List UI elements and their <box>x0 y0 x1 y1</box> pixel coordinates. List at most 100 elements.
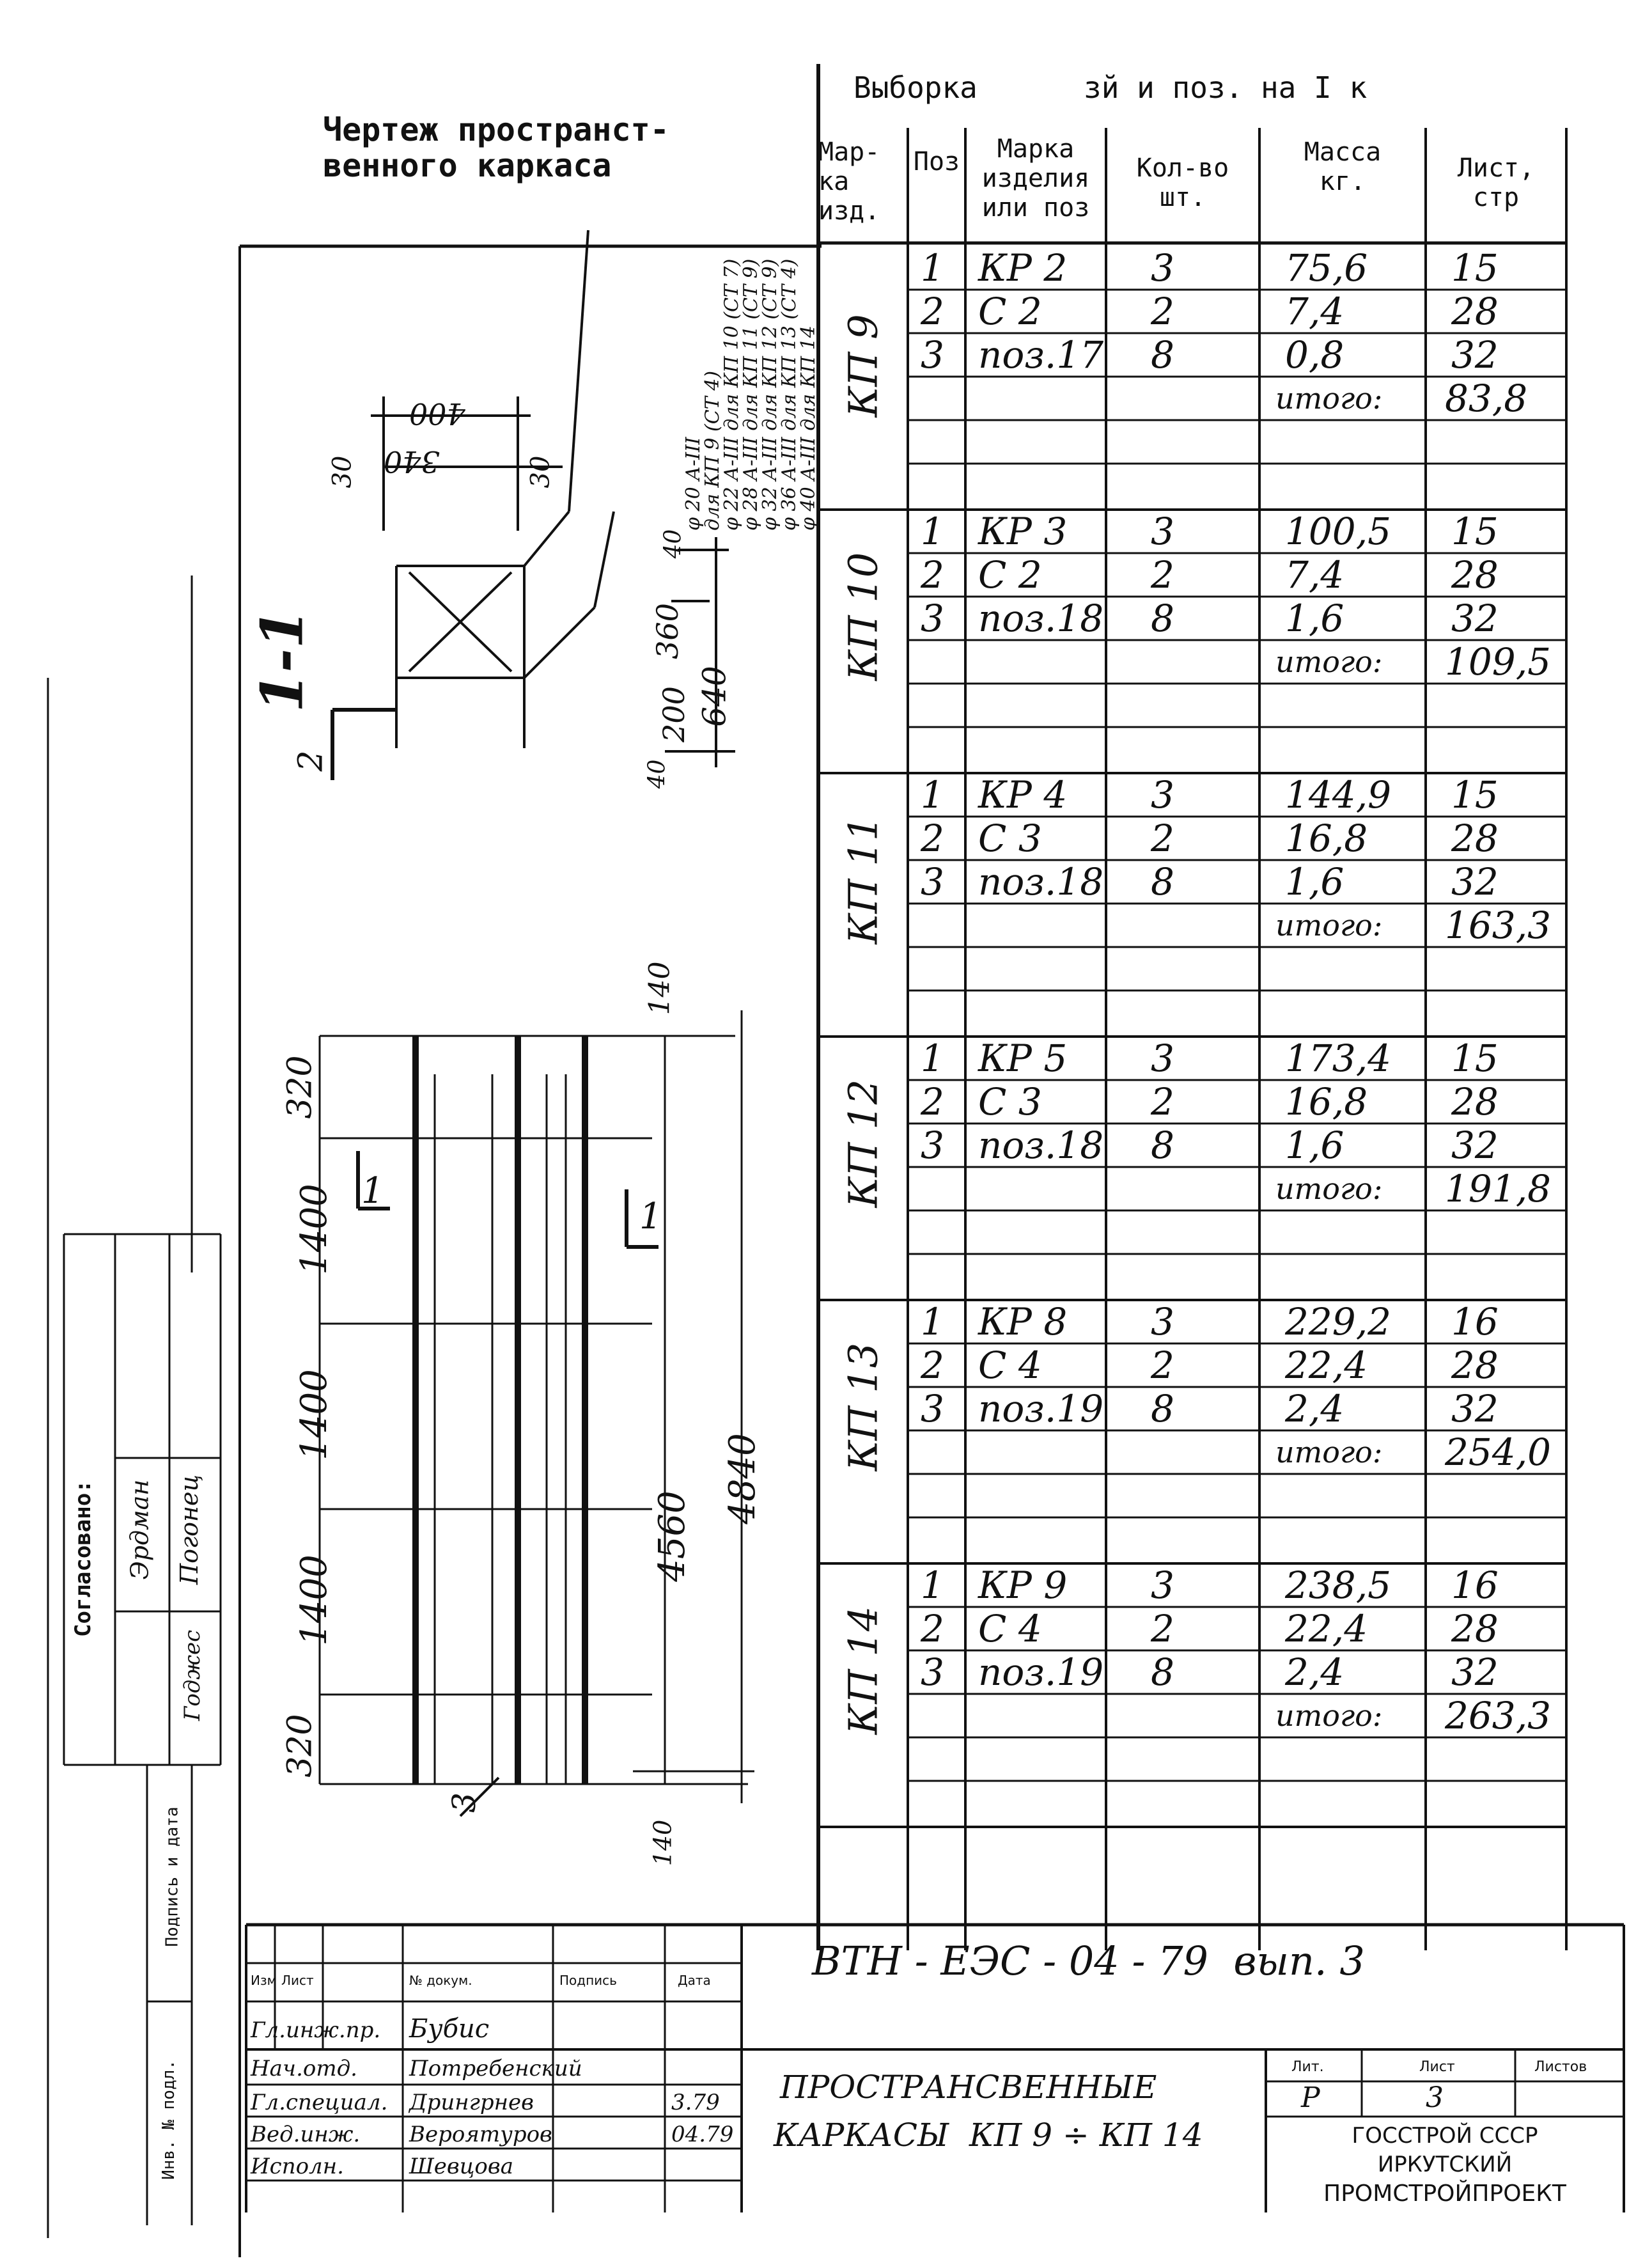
cell-qty: 3 <box>1151 1037 1174 1080</box>
position-3-label: 3 <box>445 1792 483 1813</box>
cell-qty: 8 <box>1151 1650 1174 1694</box>
rebar-note-3: φ 28 А-III для КП 11 (СТ 9) <box>740 258 762 531</box>
cell-item: С 3 <box>978 1080 1042 1124</box>
cut-mark-right: 1 <box>639 1196 662 1237</box>
tb-header-list: Лист <box>281 1973 314 1988</box>
dim-200: 200 <box>656 686 691 742</box>
cell-mass: 16,8 <box>1285 817 1368 860</box>
cell-poz: 1 <box>921 1037 944 1080</box>
position-2-label: 2 <box>292 750 331 772</box>
cell-qty: 3 <box>1151 1300 1174 1343</box>
tb-header-doc: № докум. <box>409 1973 472 1988</box>
elev-dim-140-bottom: 140 <box>648 1819 677 1867</box>
staff-role-2: Гл.специал. <box>251 2090 388 2115</box>
dim-640: 640 <box>696 666 733 727</box>
cell-sheet: 32 <box>1451 860 1499 904</box>
total-label: итого: <box>1275 1435 1383 1469</box>
cell-sheet: 15 <box>1451 773 1499 817</box>
cell-poz: 1 <box>921 773 944 817</box>
cell-item: поз.18 <box>978 597 1104 640</box>
cell-qty: 2 <box>1151 553 1174 597</box>
cell-qty: 2 <box>1151 1080 1174 1124</box>
cell-mass: 1,6 <box>1285 860 1344 904</box>
cell-poz: 1 <box>921 246 944 290</box>
cell-sheet: 15 <box>1451 510 1499 553</box>
cell-item: КР 8 <box>978 1300 1068 1343</box>
header-list: Лист, стр <box>1457 153 1535 212</box>
agreed-person-1: Погонец <box>175 1474 204 1585</box>
cell-item: КР 4 <box>978 773 1068 817</box>
dim-30-left: 30 <box>327 455 357 489</box>
cell-sheet: 15 <box>1451 1037 1499 1080</box>
cell-sheet: 28 <box>1451 1080 1499 1124</box>
total-value: 163,3 <box>1445 904 1552 947</box>
cell-poz: 3 <box>921 860 944 904</box>
cell-poz: 3 <box>921 333 944 377</box>
cell-poz: 2 <box>921 1343 944 1387</box>
group-label: КП 10 <box>839 552 887 681</box>
cell-mass: 75,6 <box>1285 246 1368 290</box>
cell-sheet: 32 <box>1451 597 1499 640</box>
elev-dim-4840: 4840 <box>721 1433 763 1524</box>
elev-dim-140-top: 140 <box>643 961 676 1015</box>
cell-qty: 3 <box>1151 773 1174 817</box>
tb-header-izm: Изм <box>251 1973 277 1988</box>
stage-value: Р <box>1301 2081 1320 2114</box>
cell-poz: 3 <box>921 1387 944 1430</box>
org-line-3: ПРОМСТРОЙПРОЕКТ <box>1323 2181 1566 2207</box>
cell-sheet: 32 <box>1451 1124 1499 1167</box>
rebar-note-6: φ 40 А-III для КП 14 <box>797 325 820 531</box>
cell-mass: 7,4 <box>1285 290 1344 333</box>
tb-header-sign: Подпись <box>559 1973 617 1988</box>
cell-item: поз.18 <box>978 860 1104 904</box>
group-label: КП 14 <box>839 1606 887 1735</box>
elev-dim-320-bottom: 320 <box>281 1714 320 1778</box>
cell-sheet: 28 <box>1451 1607 1499 1650</box>
rebar-note-5: φ 36 А-III для КП 13 (СТ 4) <box>778 258 800 531</box>
group-label: КП 9 <box>839 314 887 418</box>
cell-qty: 8 <box>1151 597 1174 640</box>
cell-sheet: 16 <box>1451 1300 1499 1343</box>
cell-qty: 2 <box>1151 1607 1174 1650</box>
cell-item: КР 2 <box>978 246 1068 290</box>
section-label: 1-1 <box>248 608 316 713</box>
cell-sheet: 28 <box>1451 817 1499 860</box>
cell-mass: 1,6 <box>1285 1124 1344 1167</box>
group-label: КП 11 <box>839 815 887 944</box>
cell-mass: 22,4 <box>1285 1343 1368 1387</box>
cell-item: поз.19 <box>978 1387 1104 1430</box>
total-value: 263,3 <box>1445 1694 1552 1737</box>
staff-name-1: Потребенский <box>409 2056 582 2081</box>
drawing-name-line2: КАРКАСЫ КП 9 ÷ КП 14 <box>774 2117 1203 2154</box>
cell-item: КР 5 <box>978 1037 1068 1080</box>
cell-poz: 2 <box>921 553 944 597</box>
dim-30-right: 30 <box>526 455 556 489</box>
dim-340: 340 <box>384 444 440 479</box>
cell-qty: 3 <box>1151 246 1174 290</box>
cell-item: поз.18 <box>978 1124 1104 1167</box>
cell-qty: 8 <box>1151 1124 1174 1167</box>
cell-item: С 2 <box>978 553 1042 597</box>
cell-item: С 4 <box>978 1343 1042 1387</box>
rebar-note-0: φ 20 А-III <box>682 437 705 531</box>
cell-sheet: 28 <box>1451 290 1499 333</box>
cell-mass: 0,8 <box>1285 333 1344 377</box>
agreed-person-0: Эрдман <box>125 1479 154 1580</box>
cell-poz: 2 <box>921 817 944 860</box>
staff-date-2: 3.79 <box>671 2090 720 2115</box>
cell-qty: 2 <box>1151 290 1174 333</box>
sheets-header: Листов <box>1534 2059 1587 2075</box>
cell-mass: 16,8 <box>1285 1080 1368 1124</box>
elev-dim-320-top: 320 <box>281 1055 320 1119</box>
cell-sheet: 32 <box>1451 1650 1499 1694</box>
total-value: 254,0 <box>1445 1430 1552 1474</box>
org-line-1: ГОССТРОЙ СССР <box>1352 2123 1538 2149</box>
cell-sheet: 15 <box>1451 246 1499 290</box>
cell-item: КР 9 <box>978 1563 1068 1607</box>
total-label: итого: <box>1275 908 1383 943</box>
elev-dim-1400-a: 1400 <box>293 1184 335 1275</box>
cell-mass: 22,4 <box>1285 1607 1368 1650</box>
cell-sheet: 28 <box>1451 1343 1499 1387</box>
total-value: 109,5 <box>1445 640 1552 684</box>
